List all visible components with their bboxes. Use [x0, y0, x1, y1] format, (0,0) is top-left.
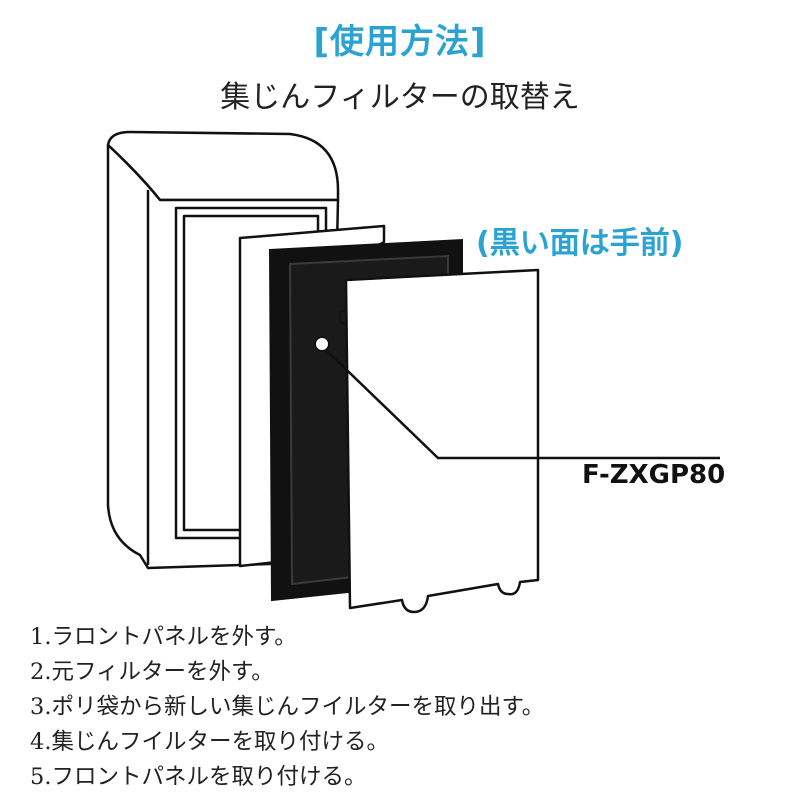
model-number-label: F-ZXGP80	[582, 460, 726, 490]
step-item: 1.ラロントパネルを外す。	[30, 624, 297, 650]
step-item: 2.元フィルターを外す。	[30, 659, 274, 685]
leader-line	[325, 349, 720, 460]
front-side-note: (黒い面は手前)	[476, 226, 684, 261]
page-subtitle: 集じんフィルターの取替え	[220, 80, 580, 115]
page-title: [使用方法]	[313, 22, 487, 62]
step-item: 3.ポリ袋から新しい集じんフイルターを取り出す。	[30, 694, 545, 720]
front-sheet-notch	[339, 309, 347, 325]
front-sheet	[344, 268, 540, 614]
step-item: 4.集じんフイルターを取り付ける。	[30, 729, 389, 755]
pointer-dot	[314, 336, 330, 352]
instruction-steps: 1.ラロントパネルを外す。 2.元フィルターを外す。 3.ポリ袋から新しい集じん…	[30, 620, 790, 795]
step-item: 5.フロントパネルを取り付ける。	[30, 764, 367, 790]
